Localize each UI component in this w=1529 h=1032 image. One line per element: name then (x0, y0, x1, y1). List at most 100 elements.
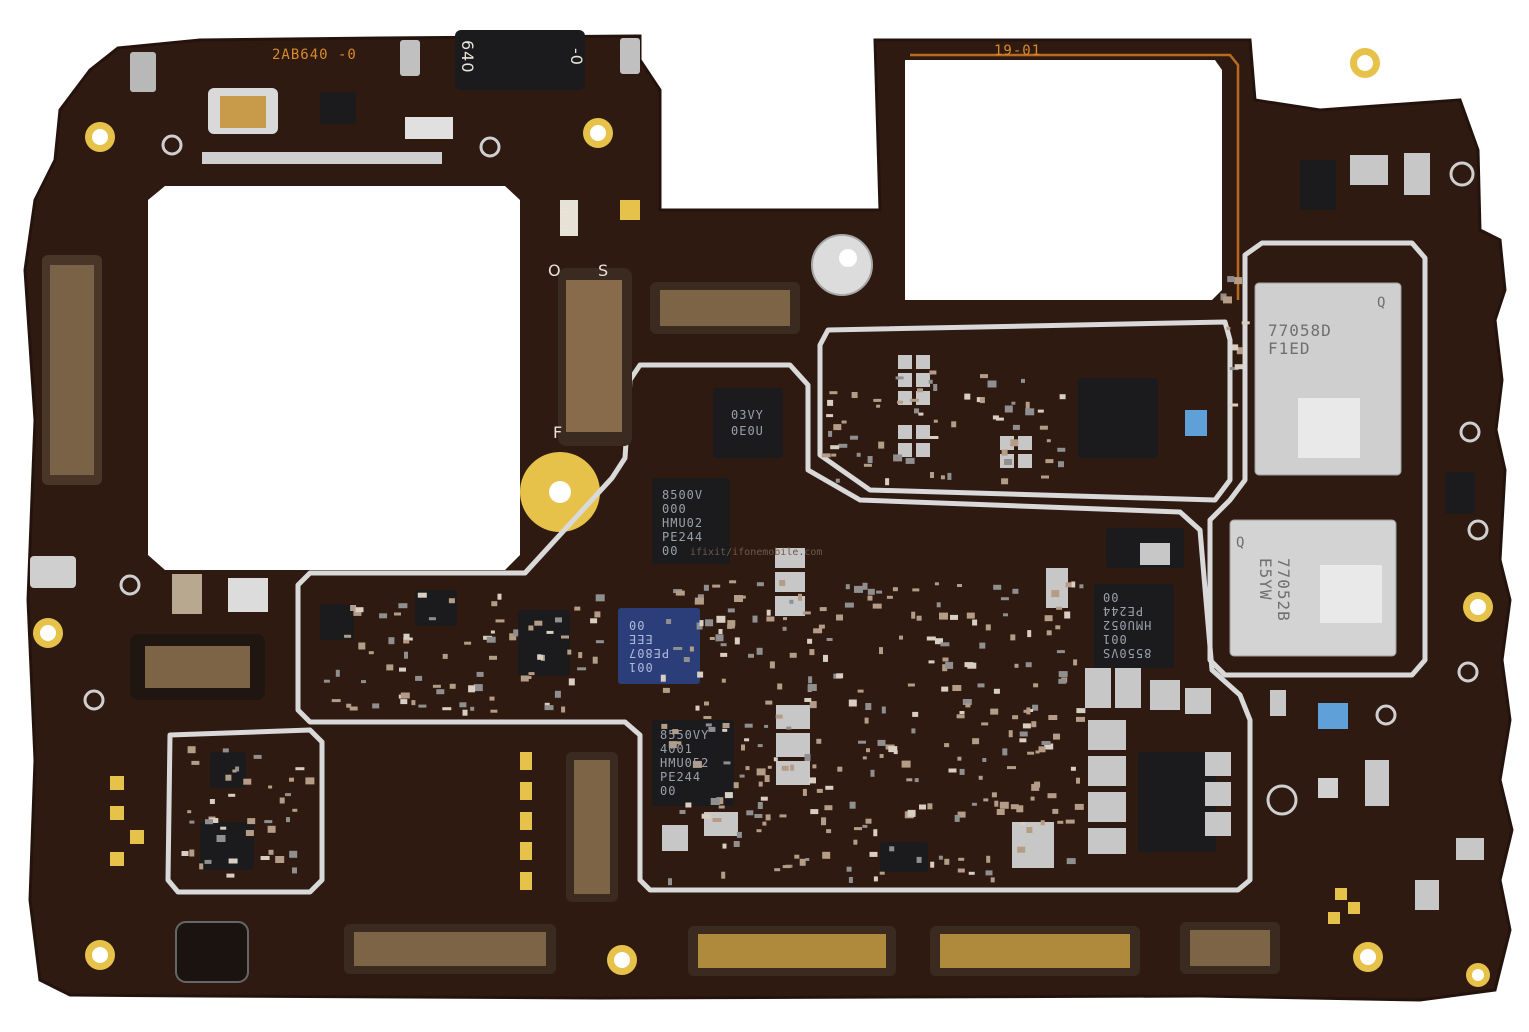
passive-chip (1000, 597, 1009, 601)
passive-chip (885, 478, 890, 486)
passive-chip (661, 723, 668, 729)
passive-chip (699, 620, 704, 627)
passive-chip (876, 590, 883, 594)
passive-chip (756, 582, 764, 587)
passive-chip (1045, 459, 1054, 464)
passive-chip (470, 706, 475, 711)
passive-chip (592, 656, 598, 664)
passive-chip (1229, 403, 1239, 407)
passive-chip (398, 603, 408, 609)
passive-chip (899, 635, 903, 640)
passive-chip (893, 454, 903, 462)
passive-chip (697, 671, 704, 678)
passive-chip (675, 590, 685, 596)
passive-chip (1025, 408, 1035, 416)
passive-chip (822, 851, 831, 859)
passive-chip (979, 397, 985, 404)
passive-chip (748, 653, 754, 658)
passive-chip (929, 436, 939, 439)
passive-chip (897, 400, 903, 404)
passive-chip (226, 873, 235, 878)
passive-chip (848, 877, 853, 883)
passive-chip (865, 703, 872, 710)
passive-chip (216, 835, 226, 842)
passive-chip (662, 687, 670, 693)
passive-chip (459, 702, 467, 708)
passive-chip (561, 706, 566, 713)
passive-chip (758, 781, 763, 787)
passive-chip (824, 805, 833, 811)
passive-chip (956, 714, 965, 719)
passive-chip (911, 611, 916, 619)
passive-chip (808, 676, 813, 684)
passive-chip (712, 818, 722, 822)
passive-chip (697, 594, 704, 601)
passive-chip (879, 871, 885, 875)
passive-chip (741, 744, 745, 751)
passive-chip (1025, 401, 1030, 409)
passive-chip (837, 766, 843, 772)
passive-chip (935, 638, 943, 645)
passive-chip (358, 642, 366, 650)
passive-chip (1021, 822, 1026, 825)
passive-chip (764, 724, 769, 728)
passive-chip (462, 709, 468, 716)
passive-chip (957, 756, 962, 761)
passive-chip (912, 588, 920, 592)
passive-chip (782, 865, 791, 869)
passive-chip (473, 684, 483, 692)
passive-chip (873, 829, 878, 837)
passive-chip (567, 649, 572, 655)
passive-chip (1031, 783, 1040, 791)
passive-chip (756, 829, 762, 833)
passive-chip (933, 384, 938, 391)
passive-chip (694, 597, 704, 605)
passive-chip (1234, 277, 1243, 285)
passive-chip (1026, 827, 1033, 833)
passive-chip (766, 616, 775, 622)
passive-chip (959, 711, 965, 714)
passive-chip (1065, 582, 1072, 588)
passive-chip (858, 740, 866, 744)
passive-chip (476, 671, 484, 677)
passive-chip (695, 705, 700, 711)
passive-chip (1053, 733, 1060, 740)
passive-chip (964, 393, 971, 400)
passive-chip (379, 613, 388, 619)
passive-chip (905, 457, 915, 464)
passive-chip (1025, 662, 1032, 668)
passive-chip (821, 453, 831, 458)
passive-chip (957, 868, 965, 873)
passive-chip (1057, 820, 1064, 824)
passive-chip (767, 765, 772, 769)
passive-chip (1031, 721, 1037, 728)
passive-chip (544, 705, 554, 711)
passive-chip (181, 851, 189, 856)
passive-chip (779, 814, 787, 818)
passive-chip (736, 831, 742, 838)
passive-chip (295, 767, 305, 771)
passive-chip (222, 748, 229, 753)
passive-chip (418, 704, 427, 708)
mounting-holes (33, 48, 1493, 987)
passive-chip (929, 370, 937, 375)
passive-chip (881, 706, 886, 714)
passive-chip (1037, 409, 1044, 413)
passive-chip (720, 643, 727, 647)
passive-chip (1027, 751, 1035, 755)
passive-chip (1041, 741, 1051, 745)
passive-chip (442, 653, 448, 659)
passive-chip (1011, 401, 1016, 405)
passive-chip (996, 809, 1005, 815)
passive-chip (810, 809, 819, 815)
passive-chip (260, 856, 270, 860)
passive-chip (878, 441, 885, 449)
passive-chip (400, 699, 408, 705)
passive-chip (972, 738, 980, 745)
passive-chip (1047, 793, 1057, 799)
passive-chip (1022, 723, 1031, 729)
passive-chip (346, 703, 352, 708)
passive-chip (765, 814, 771, 821)
passive-chip (674, 741, 682, 745)
